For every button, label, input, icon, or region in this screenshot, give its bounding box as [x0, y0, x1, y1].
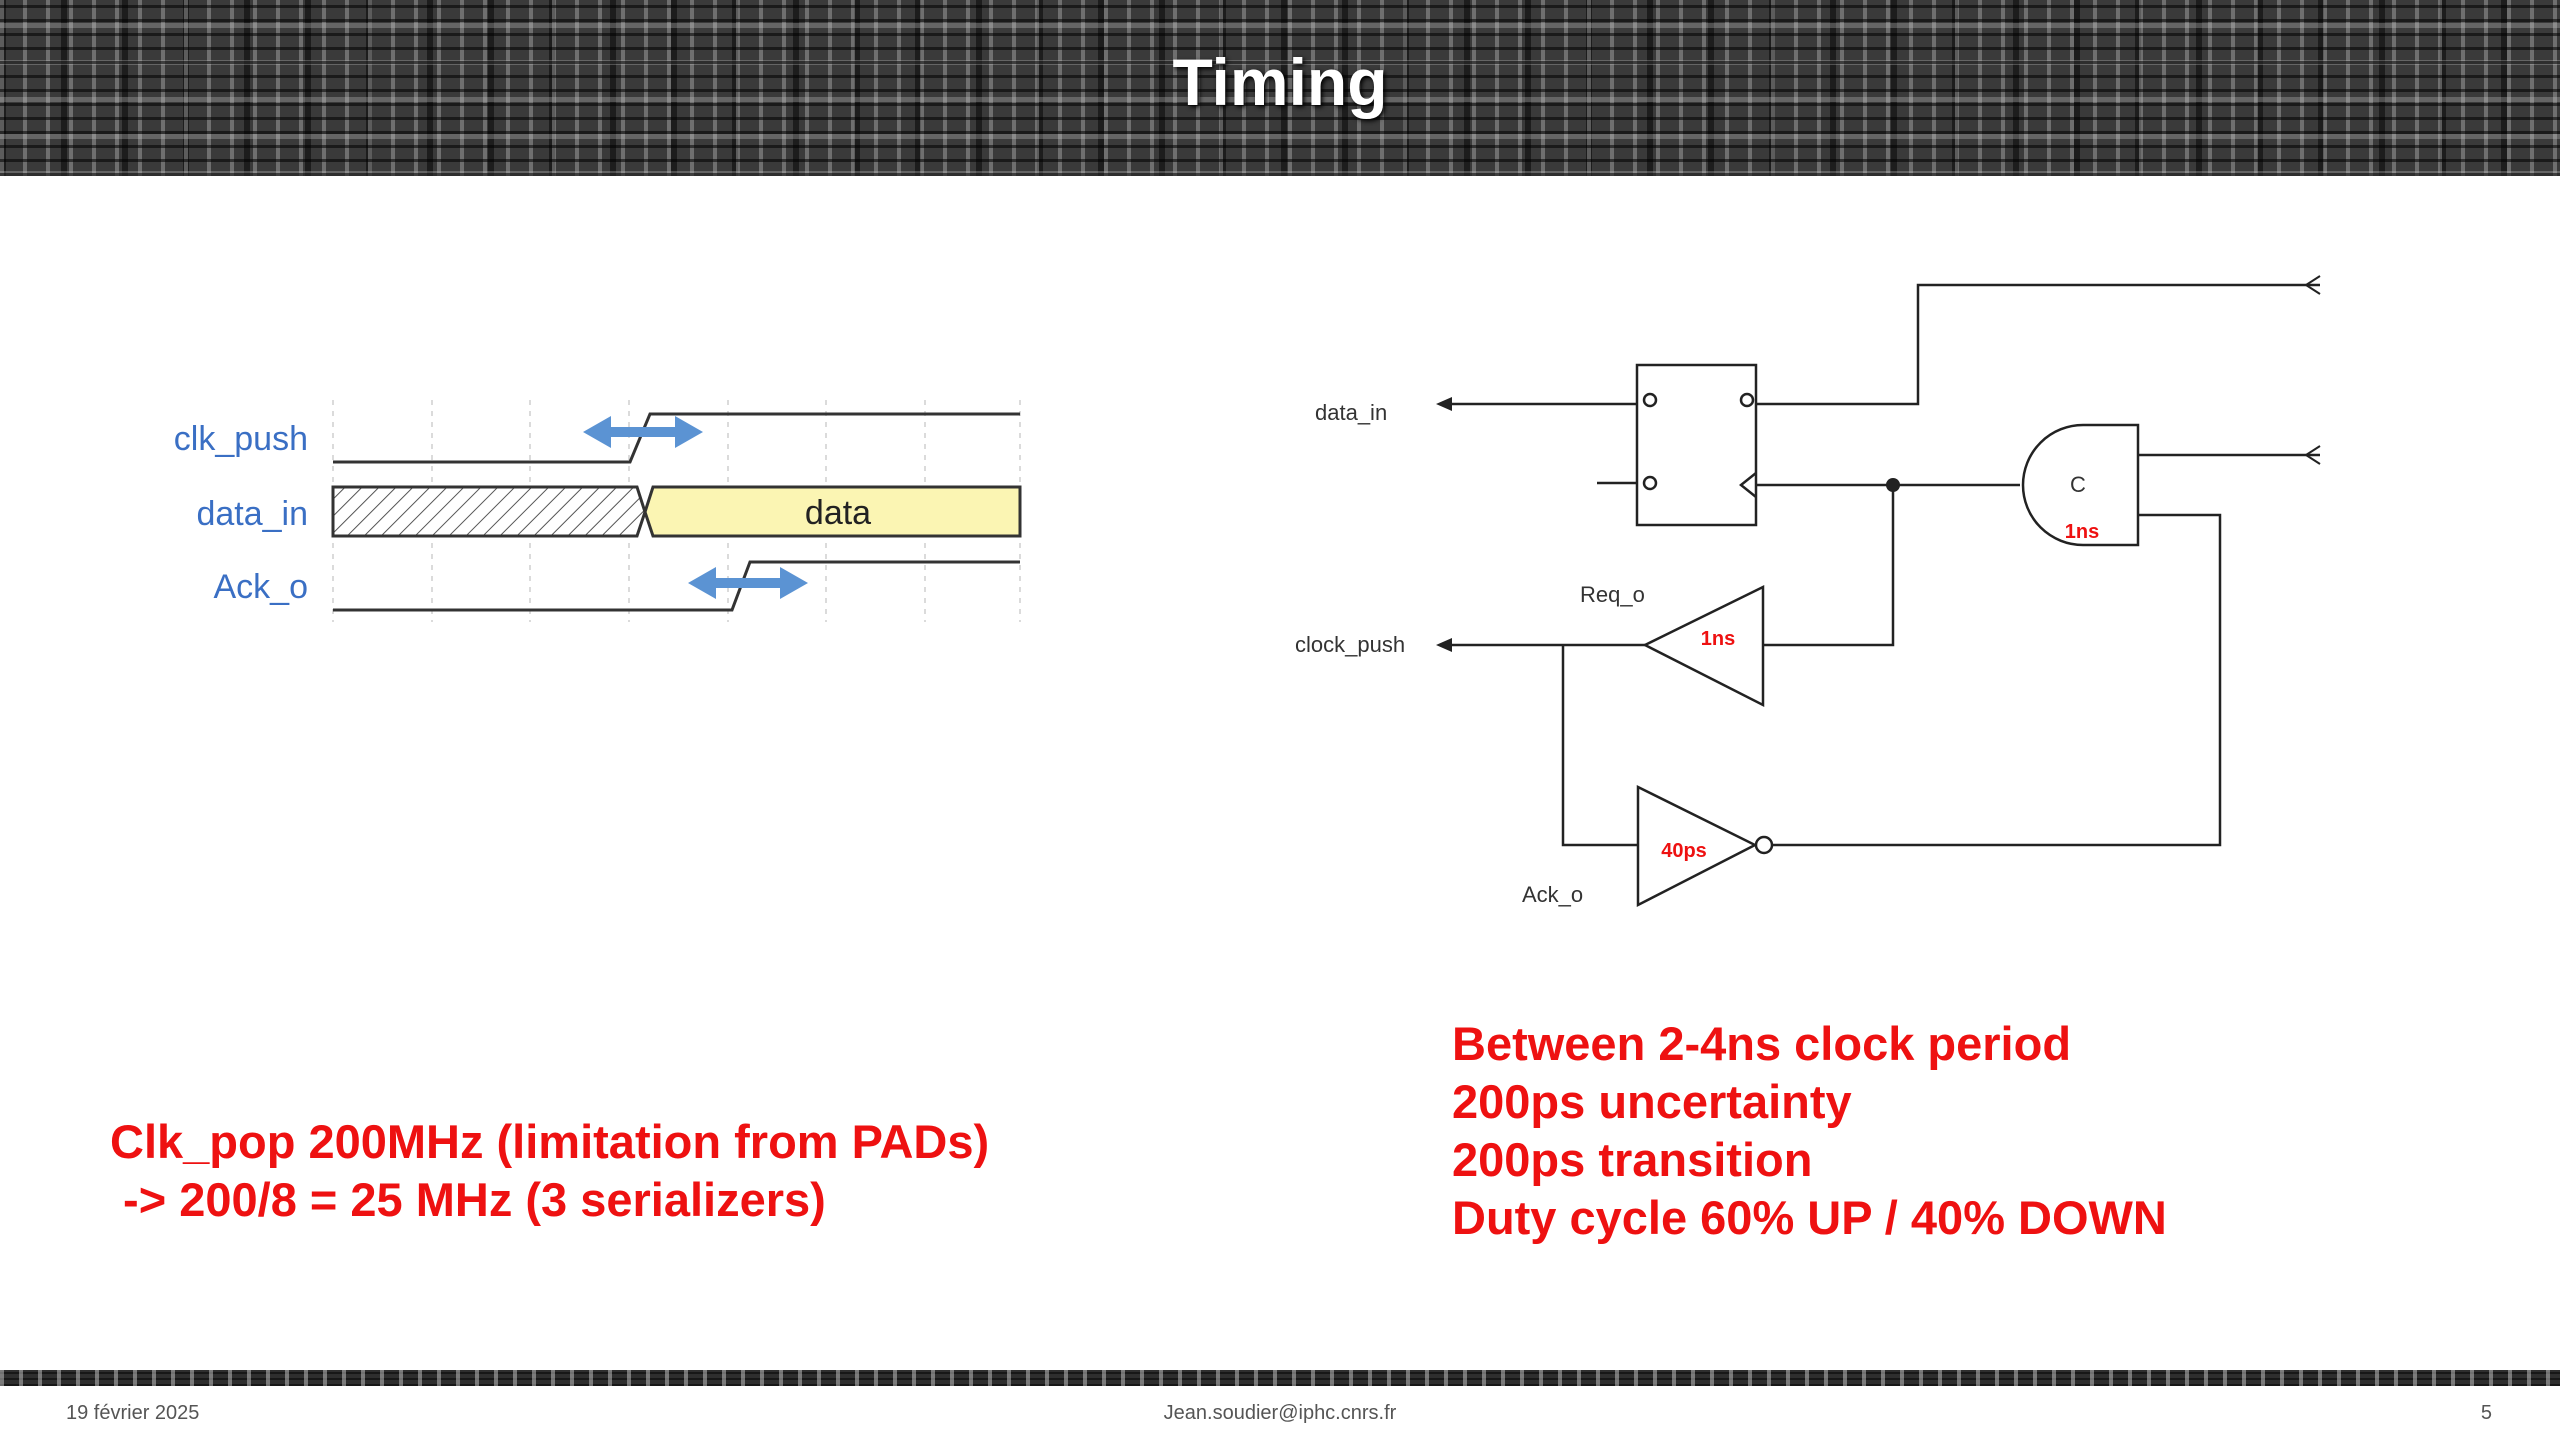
schematic-labels: data_in clock_push Req_o Ack_o C 1ns 1ns…: [1295, 400, 2099, 907]
clk-push-waveform: [333, 412, 1020, 464]
timing-diagram: clk_push data_in Ack_o data: [174, 400, 1022, 622]
title-banner: [0, 0, 2560, 176]
c-element-label: C: [2070, 472, 2086, 497]
slide-title: Timing: [1172, 45, 1388, 119]
c-element: [2021, 423, 2140, 547]
data-valid-label: data: [805, 494, 871, 532]
schematic-label-req-o: Req_o: [1580, 582, 1645, 607]
delay-buffer: [1642, 584, 1765, 708]
data-in-valid-region: [643, 485, 1022, 538]
signal-label-ack-o: Ack_o: [214, 568, 309, 606]
data-in-undefined-region: [331, 485, 647, 538]
schematic-label-data-in: data_in: [1315, 400, 1387, 425]
footer-date: 19 février 2025: [66, 1402, 200, 1424]
inverter-delay-label: 40ps: [1661, 840, 1707, 862]
c-element-delay-label: 1ns: [2065, 521, 2099, 543]
ack-o-waveform: [333, 560, 1020, 612]
flip-flop: [1635, 363, 1758, 527]
footer-page-number: 5: [2480, 1402, 2492, 1424]
buffer-delay-label: 1ns: [1701, 628, 1735, 650]
schematic: [1436, 275, 2321, 908]
signal-label-clk-push: clk_push: [174, 420, 308, 458]
schematic-label-ack-o: Ack_o: [1522, 882, 1583, 907]
note-clock-pop: Clk_pop 200MHz (limitation from PADs) ->…: [110, 1115, 990, 1226]
footer-banner: [0, 1370, 2560, 1386]
ack-o-skew-arrow: [688, 567, 808, 599]
schematic-label-clock-push: clock_push: [1295, 632, 1405, 657]
clk-push-skew-arrow: [583, 416, 703, 448]
footer-email: Jean.soudier@iphc.cnrs.fr: [1163, 1402, 1397, 1424]
signal-label-data-in: data_in: [196, 495, 308, 533]
note-clock-specs: Between 2-4ns clock period 200ps uncerta…: [1452, 1017, 2167, 1244]
